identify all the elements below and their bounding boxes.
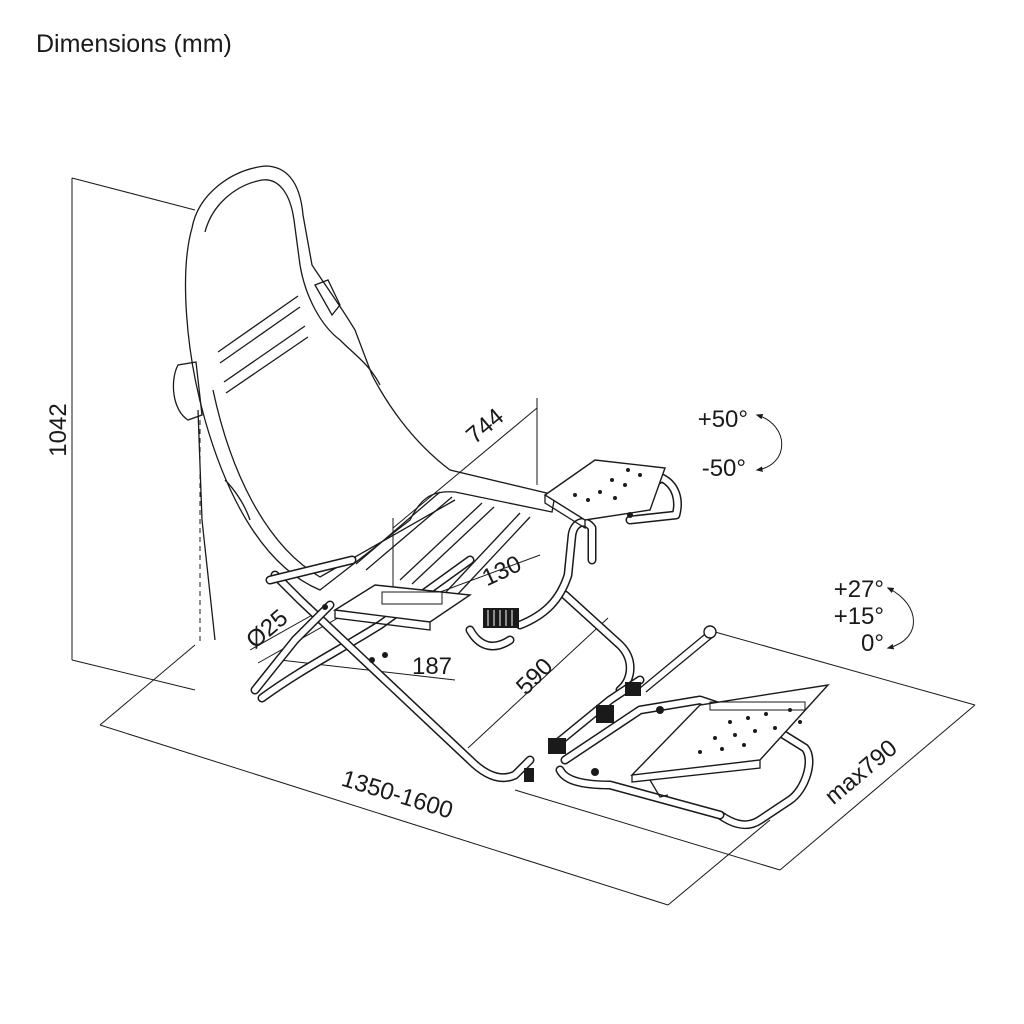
height-label: 1042 — [45, 403, 72, 456]
mount-spacing-label: 187 — [412, 653, 452, 680]
seat-depth-label: 130 — [478, 551, 526, 592]
seat-width-label: 744 — [461, 403, 509, 449]
seat-shell — [172, 165, 556, 641]
total-length-label: 1350-1600 — [338, 765, 456, 824]
pedal-frame — [524, 625, 814, 830]
wheel-tilt-arrow-icon — [755, 413, 783, 472]
wheel-up-angle-label: +50° — [698, 406, 748, 433]
pedal-plate — [630, 684, 830, 798]
seat-frame — [250, 473, 682, 783]
frame-length-label: 590 — [511, 653, 558, 700]
wheel-down-angle-label: -50° — [702, 455, 746, 482]
frame-length-dimension-line — [467, 617, 609, 749]
pedal-low-angle-label: 0° — [861, 630, 884, 657]
pedal-mid-angle-label: +15° — [834, 603, 884, 630]
diagram-title: Dimensions (mm) — [36, 30, 232, 58]
pedal-tilt-arrow-icon — [886, 587, 914, 650]
wheel-mount-plate — [543, 459, 666, 530]
seat-mount-plate — [322, 584, 519, 663]
pedal-width-dimension-line — [779, 704, 976, 871]
total-length-dimension-line — [99, 724, 669, 906]
pedal-width-label: max790 — [820, 734, 903, 810]
pedal-high-angle-label: +27° — [834, 576, 884, 603]
